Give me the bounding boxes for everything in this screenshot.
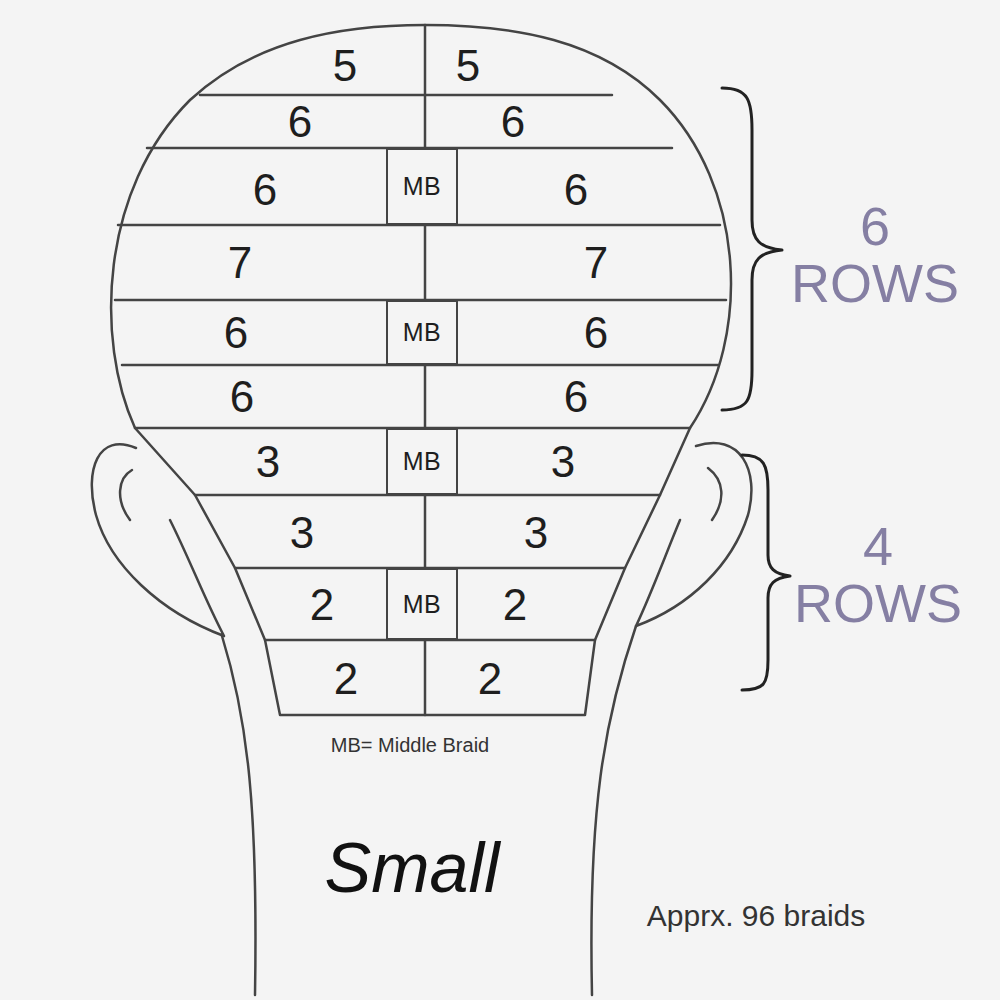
braid-number: 3 xyxy=(551,440,575,484)
braid-number: 6 xyxy=(584,311,608,355)
braid-number: 2 xyxy=(503,583,527,627)
ear xyxy=(708,468,721,520)
row-count-label: 6 ROWS xyxy=(780,198,970,311)
middle-braid-box: MB xyxy=(386,300,458,365)
row-count-label: 4 ROWS xyxy=(783,518,973,631)
box-text: MB xyxy=(403,318,442,347)
braid-number: 6 xyxy=(230,375,254,419)
ear xyxy=(120,470,132,520)
braid-number: 6 xyxy=(501,100,525,144)
braid-number: 3 xyxy=(524,511,548,555)
middle-braid-box: MB xyxy=(386,148,458,225)
braid-count: Apprx. 96 braids xyxy=(647,901,865,931)
braid-number: 5 xyxy=(456,44,480,88)
head-outline xyxy=(111,25,731,715)
row-lines xyxy=(115,95,726,640)
neck-line xyxy=(591,626,636,995)
braid-number: 6 xyxy=(253,168,277,212)
braid-number: 6 xyxy=(564,168,588,212)
braid-number: 3 xyxy=(256,440,280,484)
ear xyxy=(92,444,224,636)
braid-number: 5 xyxy=(333,44,357,88)
box-text: MB xyxy=(403,447,442,476)
braid-number: 2 xyxy=(334,657,358,701)
braid-number: 2 xyxy=(478,657,502,701)
braid-number: 2 xyxy=(310,583,334,627)
box-text: MB xyxy=(403,172,442,201)
braid-number: 7 xyxy=(228,241,252,285)
neck-line xyxy=(222,636,256,995)
middle-braid-box: MB xyxy=(386,428,458,495)
braid-number: 3 xyxy=(290,511,314,555)
legend-note: MB= Middle Braid xyxy=(331,735,489,755)
box-text: MB xyxy=(403,590,442,619)
curly-bracket xyxy=(722,88,782,410)
ear xyxy=(636,443,751,626)
braid-number: 6 xyxy=(224,311,248,355)
braid-number: 6 xyxy=(564,375,588,419)
size-title: Small xyxy=(324,833,499,903)
braid-number: 6 xyxy=(288,100,312,144)
braid-number: 7 xyxy=(584,241,608,285)
curly-bracket xyxy=(742,455,790,690)
middle-braid-box: MB xyxy=(386,568,458,640)
